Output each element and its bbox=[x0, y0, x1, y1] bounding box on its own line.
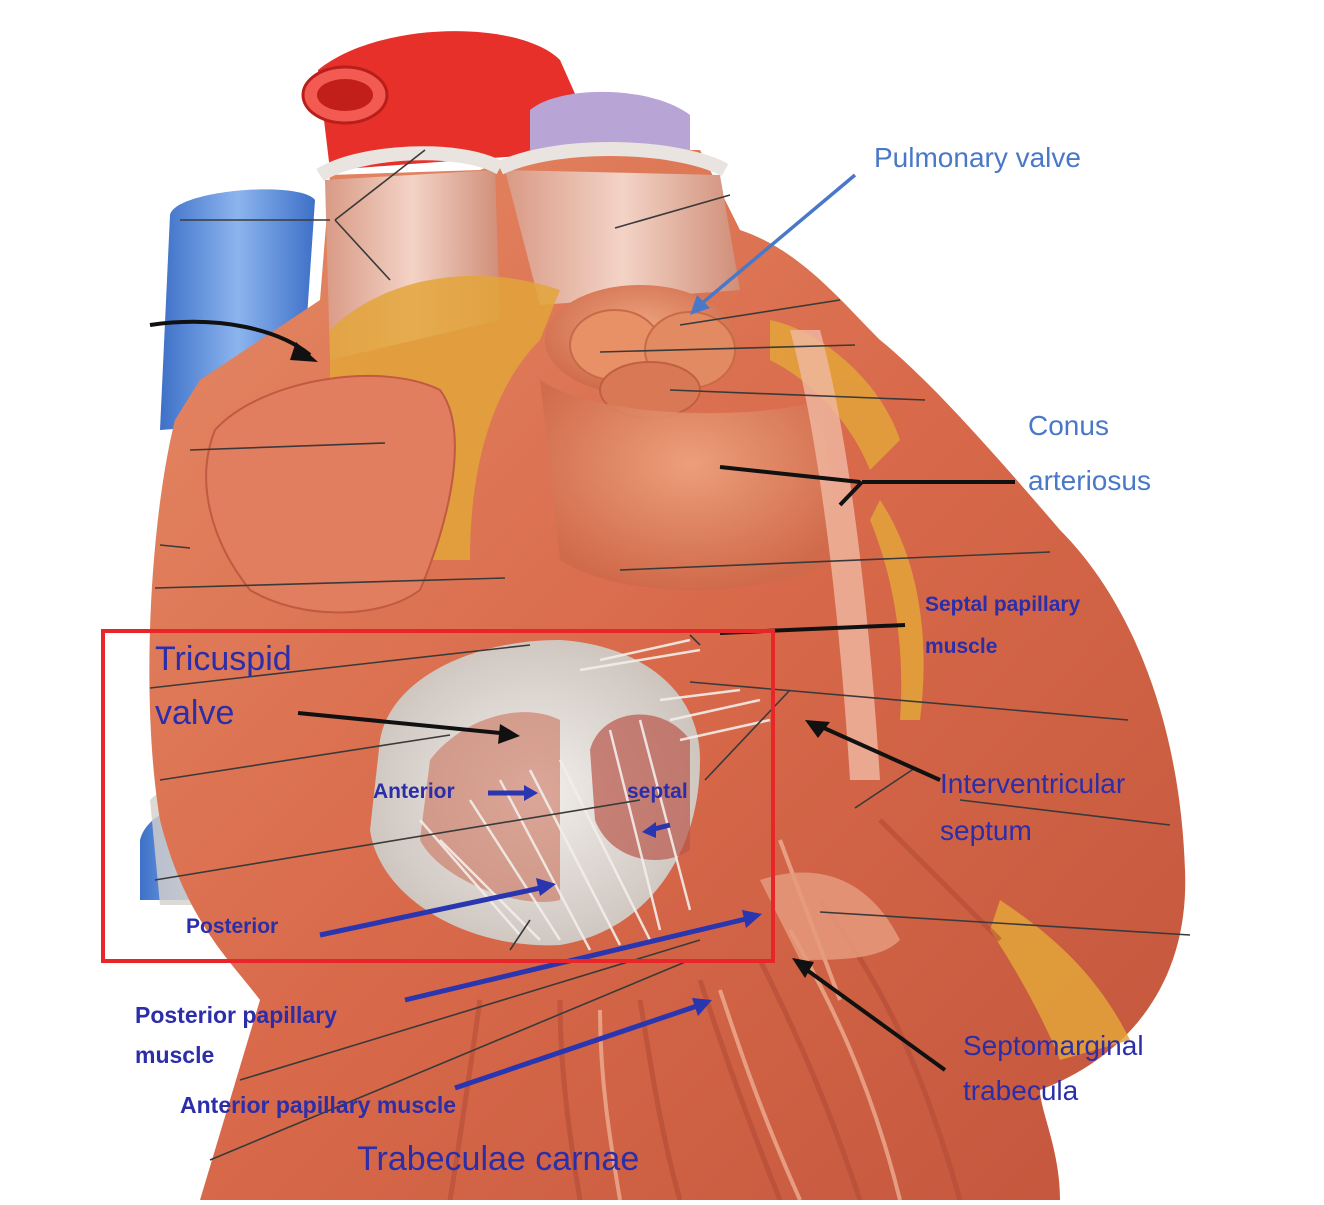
label-trabeculae-carnae: Trabeculae carnae bbox=[357, 1140, 640, 1178]
label-septal-papillary-line1: Septal papillary bbox=[925, 593, 1081, 616]
label-tricuspid-valve-line2: valve bbox=[155, 694, 235, 732]
label-interventricular-septum-line2: septum bbox=[940, 815, 1032, 846]
pulmonary-valve-cusps bbox=[545, 285, 736, 419]
label-conus-arteriosus-line1: Conus bbox=[1028, 410, 1109, 441]
label-conus-arteriosus-line2: arteriosus bbox=[1028, 465, 1151, 496]
label-interventricular-septum-line1: Interventricular bbox=[940, 768, 1126, 799]
black-arrowheads bbox=[290, 342, 830, 978]
label-septomarginal-line1: Septomarginal bbox=[963, 1030, 1144, 1061]
leader-lines bbox=[149, 149, 1191, 1161]
label-posterior-cusp: Posterior bbox=[186, 915, 279, 938]
chordae-tendineae bbox=[419, 638, 771, 951]
label-posterior-papillary-line1: Posterior papillary bbox=[135, 1002, 337, 1028]
label-septal-cusp: septal bbox=[627, 780, 688, 803]
pulmonary-valve-pointer bbox=[690, 173, 857, 315]
trabeculae-texture bbox=[447, 818, 1002, 1201]
label-anterior-cusp: Anterior bbox=[373, 780, 455, 803]
tricuspid-callout-box bbox=[101, 629, 775, 963]
label-septal-papillary-line2: muscle bbox=[925, 635, 998, 658]
septum-strip bbox=[790, 330, 880, 780]
label-tricuspid-valve-line1: Tricuspid bbox=[155, 640, 292, 678]
label-septomarginal-line2: trabecula bbox=[963, 1075, 1079, 1106]
pulmonary-trunk bbox=[497, 142, 740, 305]
right-auricle bbox=[205, 374, 456, 614]
conus-arteriosus-region bbox=[540, 380, 840, 590]
label-anterior-papillary-muscle: Anterior papillary muscle bbox=[180, 1092, 457, 1118]
aorta-arch bbox=[301, 31, 600, 171]
label-posterior-papillary-line2: muscle bbox=[135, 1042, 215, 1068]
blue-arrowheads bbox=[524, 785, 762, 1016]
label-pulmonary-valve: Pulmonary valve bbox=[874, 142, 1081, 173]
septomarginal-band-art bbox=[760, 872, 900, 960]
